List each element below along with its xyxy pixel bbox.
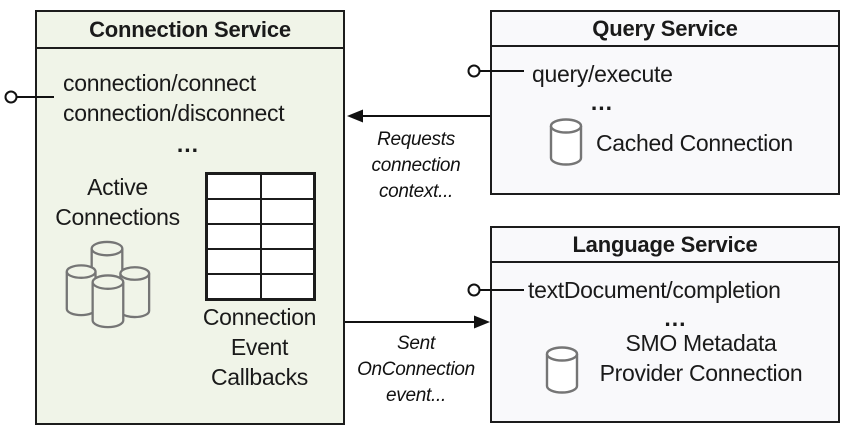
requests-arrow-label: Requests connection context... bbox=[371, 129, 461, 202]
cached-connection-database-icon bbox=[549, 118, 583, 166]
language-method-completion: textDocument/completion bbox=[528, 277, 781, 303]
requests-arrow bbox=[347, 109, 490, 123]
smo-metadata-database-icon bbox=[545, 346, 579, 394]
table-cell bbox=[207, 274, 261, 299]
language-methods-ellipsis: ... bbox=[664, 305, 687, 331]
cached-connection-label: Cached Connection bbox=[596, 130, 793, 156]
table-cell bbox=[207, 224, 261, 249]
connection-methods-ellipsis: ... bbox=[176, 131, 200, 157]
language-service-title: Language Service bbox=[492, 228, 838, 263]
table-cell bbox=[260, 174, 314, 199]
table-cell bbox=[207, 249, 261, 274]
query-service-box: Query Service query/execute ... Cached C… bbox=[490, 10, 840, 195]
table-cell bbox=[207, 174, 261, 199]
connection-service-box: Connection Service connection/connect co… bbox=[35, 10, 345, 425]
connection-method-connect: connection/connect bbox=[63, 70, 256, 96]
table-cell bbox=[260, 199, 314, 224]
query-method-execute: query/execute bbox=[532, 61, 673, 87]
active-connections-label: Active Connections bbox=[55, 174, 180, 230]
query-methods-ellipsis: ... bbox=[590, 89, 614, 115]
sent-arrow-label: Sent OnConnection event... bbox=[357, 333, 475, 406]
table-cell bbox=[260, 274, 314, 299]
callbacks-label: Connection Event Callbacks bbox=[202, 304, 317, 390]
table-cell bbox=[207, 199, 261, 224]
active-connections-cluster-icon bbox=[65, 240, 151, 329]
callbacks-table bbox=[205, 172, 316, 301]
smo-metadata-label: SMO Metadata Provider Connection bbox=[599, 330, 803, 386]
table-cell bbox=[260, 224, 314, 249]
connection-method-disconnect: connection/disconnect bbox=[63, 100, 285, 126]
connection-service-title: Connection Service bbox=[37, 12, 343, 49]
sent-arrow bbox=[345, 315, 490, 329]
language-service-box: Language Service textDocument/completion… bbox=[490, 226, 840, 423]
query-service-title: Query Service bbox=[492, 12, 838, 47]
table-cell bbox=[260, 249, 314, 274]
